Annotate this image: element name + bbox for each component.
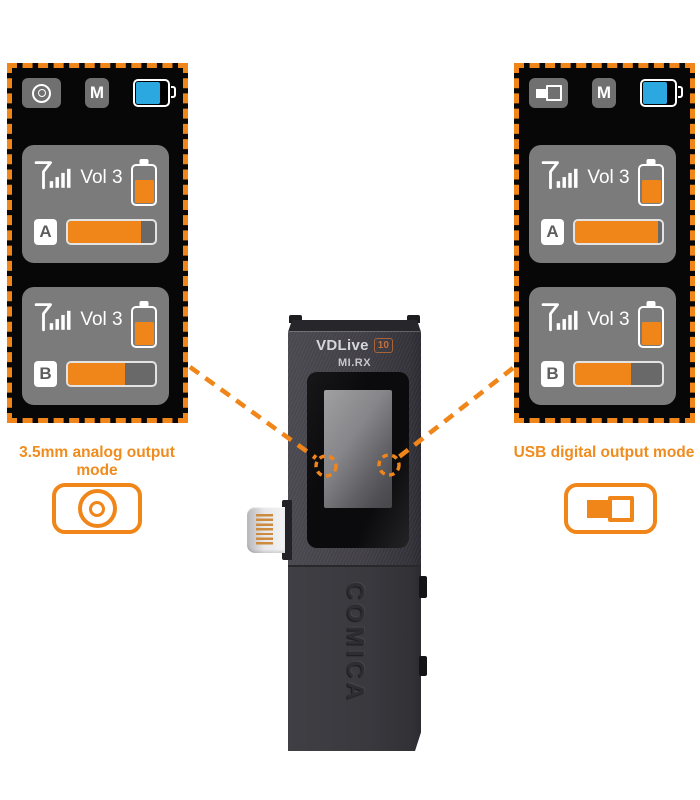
device-side-button: [419, 656, 427, 676]
usb-icon: [535, 85, 562, 101]
device-model-badge: 10: [373, 338, 393, 353]
status-bar: M: [529, 78, 684, 108]
channel-b-badge: B: [34, 361, 57, 387]
audio-level-fill: [68, 221, 142, 243]
receiver-device: VDLive 10 MI.RX COMICA: [288, 315, 427, 751]
channel-a-badge: A: [541, 219, 564, 245]
audio-level-fill: [575, 363, 631, 385]
tx-battery-fill: [134, 179, 154, 203]
aux-jack-icon: [32, 83, 51, 103]
volume-label: Vol 3: [587, 167, 630, 188]
mono-mode-badge: M: [592, 78, 616, 108]
usb-mode-caption: USB digital output mode: [513, 444, 695, 461]
battery-fill: [136, 82, 161, 104]
status-bar: M: [22, 78, 177, 108]
usb-mode-icon-box: [564, 483, 657, 534]
battery-fill: [643, 82, 668, 104]
usb-mode-screen-panel: M Vol 3 A: [514, 63, 695, 423]
volume-label: Vol 3: [587, 309, 630, 330]
connector-base: [282, 500, 292, 560]
analog-mode-screen-panel: M Vol 3 A: [7, 63, 188, 423]
channel-a-card: Vol 3 A: [529, 145, 676, 263]
device-display: [307, 372, 409, 548]
device-brand-label: VDLive: [316, 337, 369, 354]
tx-battery-icon: [638, 164, 664, 206]
audio-level-bar: [66, 219, 157, 245]
tx-battery-icon: [131, 306, 157, 348]
audio-level-bar: [573, 361, 664, 387]
aux-output-mode-button: [22, 78, 61, 108]
signal-strength-icon: [541, 161, 578, 190]
device-top-tab: [407, 315, 420, 323]
tx-battery-fill: [134, 321, 154, 345]
device-side-button: [419, 576, 427, 598]
device-lower-body: [288, 565, 421, 751]
audio-level-bar: [66, 361, 157, 387]
device-model-label: MI.RX: [337, 357, 372, 369]
aux-jack-icon: [77, 489, 117, 528]
signal-strength-icon: [34, 161, 71, 190]
analog-mode-icon-box: [52, 483, 142, 534]
audio-level-fill: [575, 221, 658, 243]
channel-a-card: Vol 3 A: [22, 145, 169, 263]
analog-mode-caption: 3.5mm analog output mode: [19, 444, 175, 479]
battery-icon: [133, 79, 176, 107]
channel-a-badge: A: [34, 219, 57, 245]
channel-b-card: Vol 3 B: [529, 287, 676, 405]
lightning-connector: [247, 507, 285, 553]
device-top-cap: [288, 320, 421, 332]
mono-mode-badge: M: [85, 78, 109, 108]
device-display-glass: [324, 390, 392, 508]
device-top-tab: [289, 315, 302, 323]
lightning-connector-pins: [256, 514, 273, 547]
audio-level-fill: [68, 363, 126, 385]
signal-strength-icon: [34, 303, 71, 332]
channel-b-card: Vol 3 B: [22, 287, 169, 405]
battery-icon: [640, 79, 683, 107]
tx-battery-icon: [638, 306, 664, 348]
usb-icon: [587, 495, 634, 522]
tx-battery-fill: [641, 179, 661, 203]
audio-level-bar: [573, 219, 664, 245]
volume-label: Vol 3: [80, 309, 123, 330]
volume-label: Vol 3: [80, 167, 123, 188]
comica-logo: COMICA: [341, 582, 369, 704]
tx-battery-fill: [641, 321, 661, 345]
channel-b-badge: B: [541, 361, 564, 387]
usb-output-mode-button: [529, 78, 568, 108]
tx-battery-icon: [131, 164, 157, 206]
signal-strength-icon: [541, 303, 578, 332]
